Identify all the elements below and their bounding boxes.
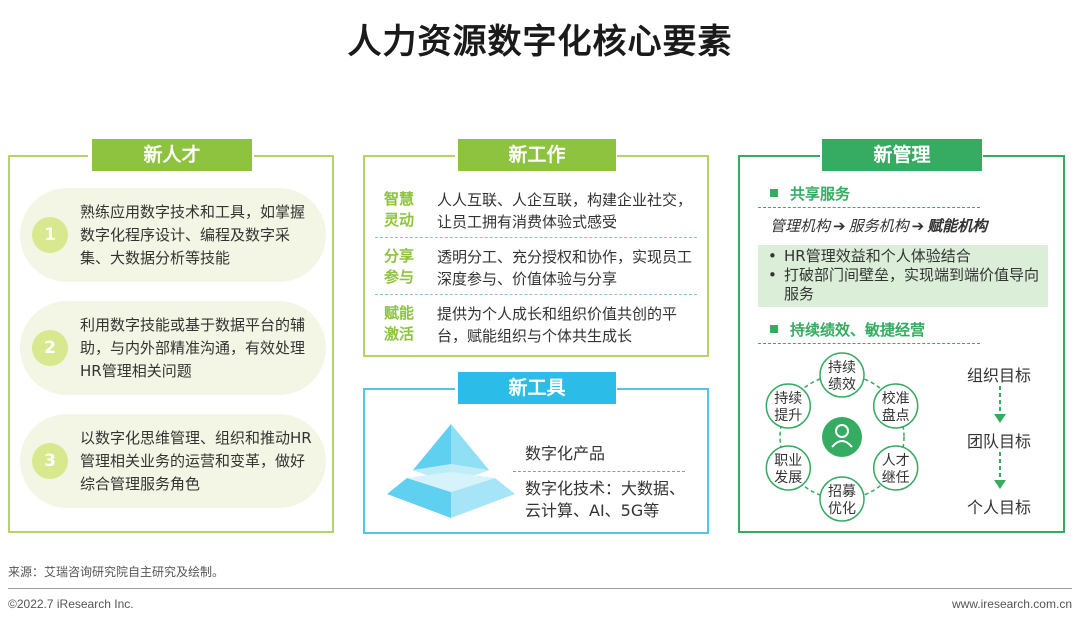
divider bbox=[758, 343, 980, 344]
divider bbox=[513, 471, 685, 472]
tool-item-product: 数字化产品 bbox=[525, 444, 606, 463]
cycle-node-label: 提升 bbox=[774, 408, 802, 424]
shared-service-box: •HR管理效益和个人体验结合 •打破部门间壁垒，实现端到端价值导向服务 bbox=[758, 245, 1048, 307]
cycle-node: 持续绩效 bbox=[819, 352, 865, 398]
arrow-down-icon bbox=[994, 452, 1006, 489]
new-management-panel: 新管理 共享服务 管理机构➔服务机构➔赋能机构 •HR管理效益和个人体验结合 •… bbox=[738, 139, 1065, 533]
work-row: 分享参与 透明分工、充分授权和协作，实现员工深度参与、价值体验与分享 bbox=[365, 240, 707, 295]
new-talent-panel: 新人才 1 熟练应用数字技术和工具，如掌握数字化程序设计、编程及数字采集、大数据… bbox=[8, 139, 334, 533]
divider bbox=[758, 207, 980, 208]
section-performance: 持续绩效、敏捷经营 bbox=[770, 319, 925, 340]
cycle-node-label: 职业 bbox=[774, 453, 802, 469]
source-note: 来源：艾瑞咨询研究院自主研究及绘制。 bbox=[8, 565, 225, 579]
goal-org: 组织目标 bbox=[966, 366, 1031, 385]
work-row-desc: 人人互联、人企互联，构建企业社交，让员工拥有消费体验式感受 bbox=[437, 191, 693, 231]
cycle-node-label: 优化 bbox=[828, 501, 856, 517]
work-row: 智慧灵动 人人互联、人企互联，构建企业社交，让员工拥有消费体验式感受 bbox=[365, 183, 707, 238]
arrow-right-icon: ➔ bbox=[833, 217, 846, 235]
cycle-node-label: 持续 bbox=[828, 359, 856, 376]
new-talent-header: 新人才 bbox=[92, 139, 252, 171]
new-tool-header: 新工具 bbox=[458, 372, 616, 404]
talent-item: 2 利用数字技能或基于数据平台的辅助，与内外部精准沟通，有效处理HR管理相关问题 bbox=[20, 301, 326, 395]
bullet-item: •HR管理效益和个人体验结合 bbox=[768, 247, 971, 265]
goal-team: 团队目标 bbox=[966, 432, 1031, 451]
work-row-desc: 透明分工、充分授权和协作，实现员工深度参与、价值体验与分享 bbox=[437, 248, 693, 288]
arrow-down-icon bbox=[994, 386, 1006, 423]
work-row-label: 分享参与 bbox=[383, 247, 414, 286]
work-row-desc: 提供为个人成长和组织价值共创的平台，赋能组织与个体共生成长 bbox=[437, 305, 678, 345]
cycle-node-label: 校准 bbox=[882, 390, 910, 407]
work-row-label: 智慧灵动 bbox=[383, 190, 414, 229]
new-management-header: 新管理 bbox=[822, 139, 982, 171]
talent-item: 3 以数字化思维管理、组织和推动HR管理相关业务的运营和变革，做好综合管理服务角… bbox=[20, 414, 326, 508]
talent-item-text: 利用数字技能或基于数据平台的辅助，与内外部精准沟通，有效处理HR管理相关问题 bbox=[80, 316, 306, 380]
goal-personal: 个人目标 bbox=[966, 498, 1031, 517]
divider bbox=[375, 237, 697, 238]
new-work-header: 新工作 bbox=[458, 139, 616, 171]
cycle-node-label: 盘点 bbox=[882, 407, 910, 424]
copyright: ©2022.7 iResearch Inc. bbox=[8, 597, 134, 611]
pyramid-icon bbox=[387, 424, 515, 518]
cycle-node-label: 绩效 bbox=[828, 377, 856, 393]
cycle-node-label: 持续 bbox=[774, 390, 802, 407]
arrow-right-icon: ➔ bbox=[911, 217, 925, 235]
number-badge: 2 bbox=[32, 330, 68, 366]
number-badge: 1 bbox=[32, 217, 68, 253]
talent-item-text: 熟练应用数字技术和工具，如掌握数字化程序设计、编程及数字采集、大数据分析等技能 bbox=[80, 203, 306, 267]
cycle-node-label: 发展 bbox=[774, 470, 802, 486]
website: www.iresearch.com.cn bbox=[951, 597, 1072, 611]
person-icon bbox=[822, 417, 862, 457]
bullet-item: •打破部门间壁垒，实现端到端价值导向服务 bbox=[768, 266, 1040, 303]
footer-divider bbox=[8, 588, 1072, 589]
cycle-node-label: 人才 bbox=[882, 453, 910, 469]
work-row: 赋能激活 提供为个人成长和组织价值共创的平台，赋能组织与个体共生成长 bbox=[365, 297, 707, 352]
cycle-node-label: 继任 bbox=[882, 470, 910, 486]
new-work-panel: 新工作 智慧灵动 人人互联、人企互联，构建企业社交，让员工拥有消费体验式感受 分… bbox=[363, 139, 709, 357]
page-title: 人力资源数字化核心要素 bbox=[347, 22, 733, 62]
divider bbox=[375, 294, 697, 295]
new-tool-panel: 新工具 数字化产品 数字化技术：大数据、云计算、AI、5G等 bbox=[363, 372, 709, 534]
section-shared-service: 共享服务 bbox=[770, 183, 850, 204]
cycle-node-label: 招募 bbox=[828, 484, 856, 500]
number-badge: 3 bbox=[32, 443, 68, 479]
org-flow: 管理机构➔服务机构➔赋能机构 bbox=[770, 217, 988, 235]
talent-item: 1 熟练应用数字技术和工具，如掌握数字化程序设计、编程及数字采集、大数据分析等技… bbox=[20, 188, 326, 282]
talent-item-text: 以数字化思维管理、组织和推动HR管理相关业务的运营和变革，做好综合管理服务角色 bbox=[80, 429, 312, 493]
work-row-label: 赋能激活 bbox=[383, 304, 414, 343]
tool-item-tech: 数字化技术：大数据、云计算、AI、5G等 bbox=[525, 479, 686, 520]
